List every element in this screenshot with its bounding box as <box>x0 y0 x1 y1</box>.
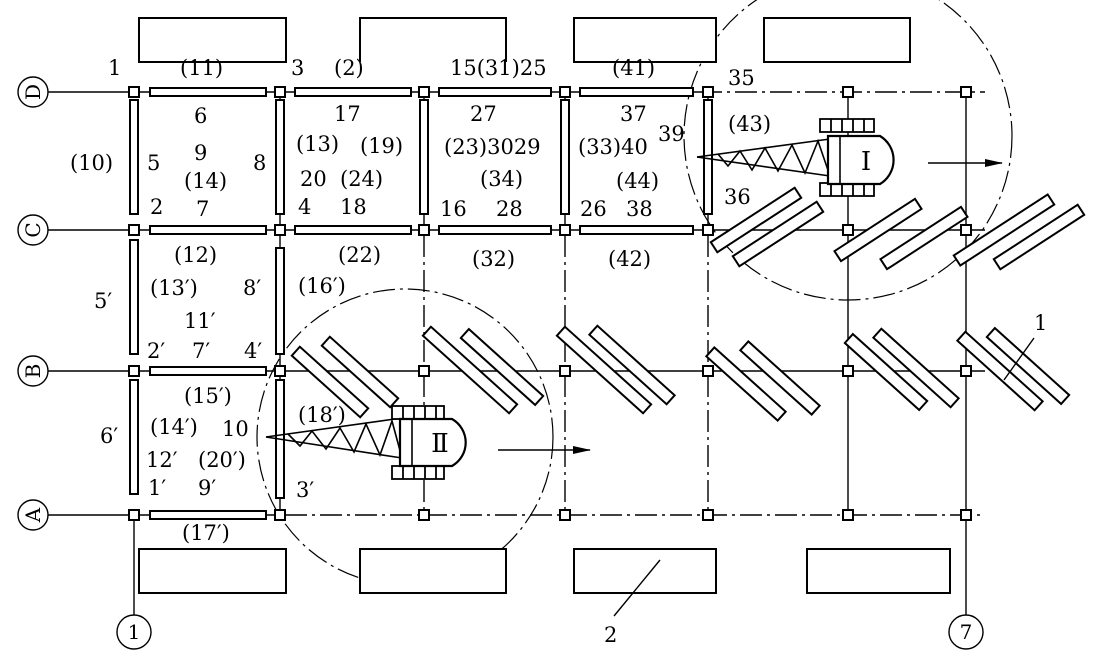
member-label: 9′ <box>198 476 216 500</box>
member-label: (42) <box>608 247 651 271</box>
member-label: 8′ <box>243 276 261 300</box>
axis-bubble-7: 7 <box>948 614 984 650</box>
member-label: (43) <box>728 112 771 136</box>
crane-1: Ⅰ <box>696 118 1003 197</box>
member-label: (22) <box>338 243 381 267</box>
member-label: 18 <box>340 195 367 219</box>
svg-text:C: C <box>21 222 45 237</box>
member-label: 26 <box>580 197 607 221</box>
member-label: (14) <box>184 169 227 193</box>
member-label: (41) <box>612 56 655 80</box>
member-label: (19) <box>360 134 403 158</box>
member-label: 6′ <box>100 424 118 448</box>
member-label: (18′) <box>298 403 346 427</box>
crane-swing-circles <box>256 0 1013 586</box>
member-label: (23)3029 <box>444 135 541 159</box>
member-label: 1 <box>108 56 121 80</box>
member-label: 27 <box>470 102 497 126</box>
member-label: 38 <box>626 197 653 221</box>
member-label: 4 <box>298 195 311 219</box>
member-label: 6 <box>194 104 207 128</box>
crane-2-label: Ⅱ <box>431 429 449 459</box>
member-label: (13′) <box>150 276 198 300</box>
svg-text:1: 1 <box>128 620 141 644</box>
member-label: 2′ <box>147 339 165 363</box>
member-label: (33)40 <box>578 135 648 159</box>
member-label: 28 <box>496 197 523 221</box>
svg-text:B: B <box>21 364 45 379</box>
member-label: 8 <box>253 151 266 175</box>
member-label: (11) <box>180 56 223 80</box>
member-label: (14′) <box>150 415 198 439</box>
member-label: (16′) <box>298 274 346 298</box>
member-label: 2 <box>150 195 163 219</box>
member-label: 3 <box>291 56 304 80</box>
svg-text:A: A <box>21 507 45 523</box>
member-label: 20 <box>300 167 327 191</box>
callout-2-label: 2 <box>604 623 617 647</box>
member-label: 15(31)25 <box>450 56 547 80</box>
member-label: 35 <box>728 66 755 90</box>
crane-2: Ⅱ <box>265 405 591 480</box>
member-label: (44) <box>616 169 659 193</box>
member-label: (32) <box>472 247 515 271</box>
member-label: 10 <box>222 417 249 441</box>
member-label: (34) <box>480 167 523 191</box>
member-label: 17 <box>334 102 361 126</box>
stacked-members-lower <box>290 324 1071 422</box>
axis-bubble-b: B <box>17 355 49 387</box>
member-label: 11′ <box>184 309 216 333</box>
member-label: (13) <box>296 132 339 156</box>
member-label: 36 <box>724 185 751 209</box>
member-label: (17′) <box>182 521 230 545</box>
axis-bubble-1: 1 <box>116 614 152 650</box>
axis-bubble-a: A <box>17 499 49 531</box>
member-label: (15′) <box>184 384 232 408</box>
member-label: 1′ <box>148 476 166 500</box>
member-label: 4′ <box>244 339 262 363</box>
callouts <box>613 337 1035 617</box>
callout-1-label: 1 <box>1034 311 1047 335</box>
member-label: 37 <box>620 102 647 126</box>
axis-bubble-c: C <box>17 214 49 246</box>
crane-1-label: Ⅰ <box>861 147 871 177</box>
axis-bubble-d: D <box>17 76 49 108</box>
svg-text:D: D <box>21 84 45 100</box>
member-label: 5 <box>147 151 160 175</box>
axis-bubbles: D C B A 1 7 <box>17 76 984 650</box>
member-label: (24) <box>340 167 383 191</box>
member-label: 39 <box>658 122 685 146</box>
member-label: 12′ <box>146 448 178 472</box>
stacked-members-upper <box>709 186 1086 271</box>
member-label: (12) <box>174 243 217 267</box>
beams <box>149 87 694 520</box>
columns <box>128 86 972 521</box>
svg-text:7: 7 <box>960 620 973 644</box>
member-label: 16 <box>440 197 467 221</box>
member-label: 9 <box>194 141 207 165</box>
member-label: (20′) <box>198 448 246 472</box>
member-label: (2) <box>334 56 364 80</box>
member-label: 7 <box>196 197 209 221</box>
member-label: 3′ <box>296 478 314 502</box>
storage-areas <box>138 17 951 594</box>
member-label: (10) <box>70 151 113 175</box>
member-label: 5′ <box>94 289 112 313</box>
member-label: 7′ <box>192 339 210 363</box>
